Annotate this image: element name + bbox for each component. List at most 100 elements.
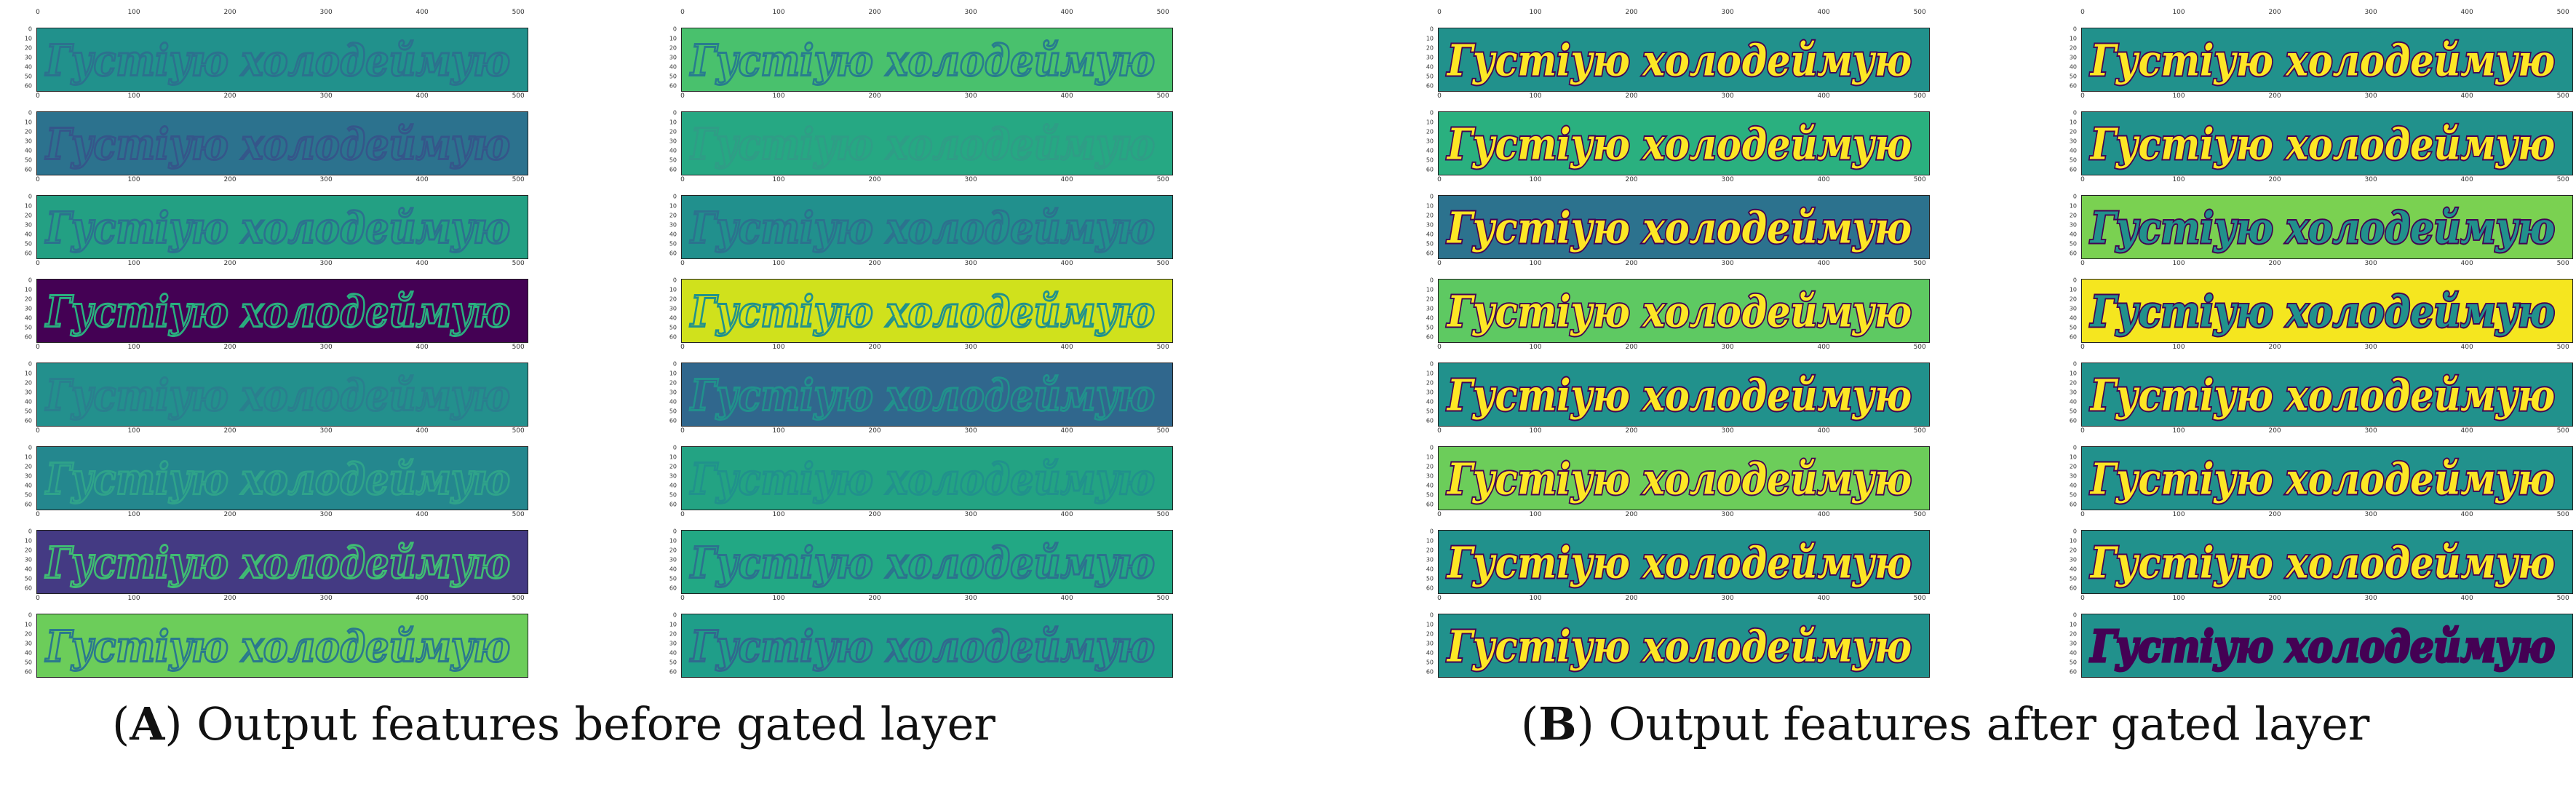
- x-tick-label: 100: [2172, 260, 2185, 267]
- y-tick-label: 0: [1429, 25, 1434, 33]
- y-tick-label: 20: [1426, 630, 1434, 638]
- y-tick-label: 50: [669, 240, 677, 248]
- y-tick-label: 40: [2069, 649, 2077, 657]
- y-tick-label: 40: [2069, 566, 2077, 573]
- x-tick-label: 400: [1060, 260, 1073, 267]
- x-tick-label: 200: [1625, 176, 1638, 183]
- x-tick-label: 400: [1817, 9, 1830, 16]
- handwritten-word-image: Густіую холодеймую: [1446, 537, 1912, 587]
- y-tick-label: 10: [2069, 454, 2077, 461]
- x-tick-label: 0: [1437, 176, 1442, 183]
- y-tick-label: 0: [2072, 277, 2077, 284]
- x-tick-label: 100: [127, 427, 140, 435]
- handwritten-word-image: Густіую холодеймую: [689, 537, 1155, 587]
- y-tick-label: 30: [2069, 54, 2077, 61]
- x-tick-label: 300: [2364, 260, 2377, 267]
- y-tick-label: 60: [24, 333, 32, 341]
- y-tick-label: 60: [1426, 333, 1434, 341]
- x-tick-label: 0: [36, 176, 40, 183]
- x-tick-label: 300: [319, 344, 333, 351]
- handwritten-word-image: Густіую холодеймую: [689, 202, 1155, 253]
- x-tick-label: 300: [319, 92, 333, 100]
- y-tick-label: 60: [2069, 166, 2077, 173]
- x-tick-label: 400: [1060, 511, 1073, 518]
- y-tick-label: 30: [2069, 138, 2077, 145]
- y-tick-label: 40: [669, 63, 677, 71]
- x-tick-label: 400: [2460, 344, 2473, 351]
- x-tick-label: 100: [2172, 511, 2185, 518]
- x-tick-label: 500: [2556, 176, 2569, 183]
- x-tick-label: 200: [223, 344, 236, 351]
- y-tick-label: 20: [669, 44, 677, 52]
- y-tick-label: 60: [669, 166, 677, 173]
- y-tick-label: 10: [669, 621, 677, 628]
- handwritten-word-image: Густіую холодеймую: [1446, 35, 1912, 85]
- x-tick-label: 400: [1817, 344, 1830, 351]
- y-tick-label: 30: [24, 556, 32, 563]
- y-tick-label: 30: [2069, 556, 2077, 563]
- y-tick-label: 30: [669, 472, 677, 480]
- handwritten-word-image: Густіую холодеймую: [2089, 537, 2555, 587]
- x-tick-label: 300: [2364, 427, 2377, 435]
- handwritten-word-image: Густіую холодеймую: [1446, 286, 1912, 336]
- x-tick-label: 100: [2172, 427, 2185, 435]
- caption-b-label: B: [1538, 697, 1577, 751]
- y-tick-label: 10: [1426, 454, 1434, 461]
- handwritten-word-image: Густіую холодеймую: [44, 202, 510, 253]
- y-tick-label: 40: [1426, 63, 1434, 71]
- y-tick-label: 0: [672, 444, 677, 451]
- y-tick-label: 40: [1426, 231, 1434, 238]
- x-tick-label: 300: [319, 595, 333, 602]
- handwritten-word-image: Густіую холодеймую: [2089, 35, 2555, 85]
- x-tick-label: 500: [1156, 92, 1169, 100]
- x-tick-label: 200: [1625, 511, 1638, 518]
- x-tick-label: 300: [1721, 92, 1734, 100]
- y-tick-label: 60: [669, 585, 677, 592]
- handwritten-word-image: Густіую холодеймую: [2089, 454, 2555, 504]
- x-tick-label: 500: [1913, 176, 1926, 183]
- y-tick-label: 30: [1426, 305, 1434, 312]
- y-tick-label: 0: [672, 611, 677, 619]
- y-tick-label: 30: [2069, 389, 2077, 396]
- feature-map-image: Густіую холодеймую: [36, 530, 528, 594]
- handwritten-word-image: Густіую холодеймую: [44, 286, 510, 336]
- x-tick-label: 400: [1817, 511, 1830, 518]
- x-tick-label: 0: [1437, 595, 1442, 602]
- x-tick-label: 500: [1156, 595, 1169, 602]
- y-tick-label: 20: [669, 547, 677, 554]
- feature-map-image: Густіую холодеймую: [681, 530, 1173, 594]
- x-tick-label: 200: [223, 260, 236, 267]
- x-tick-label: 0: [2080, 9, 2085, 16]
- y-tick-label: 0: [28, 360, 32, 368]
- y-tick-label: 10: [1426, 119, 1434, 126]
- x-tick-label: 0: [2080, 92, 2085, 100]
- y-tick-label: 60: [2069, 250, 2077, 257]
- x-tick-label: 500: [2556, 344, 2569, 351]
- x-tick-label: 500: [1913, 595, 1926, 602]
- feature-map-image: Густіую холодеймую: [36, 279, 528, 343]
- y-tick-label: 50: [669, 73, 677, 80]
- y-tick-label: 20: [669, 463, 677, 470]
- feature-map-image: Густіую холодеймую: [2081, 111, 2573, 175]
- x-tick-label: 500: [2556, 427, 2569, 435]
- x-tick-label: 200: [223, 427, 236, 435]
- x-tick-label: 300: [1721, 260, 1734, 267]
- y-tick-label: 40: [1426, 314, 1434, 322]
- y-tick-label: 20: [669, 212, 677, 219]
- x-tick-label: 100: [127, 176, 140, 183]
- x-tick-label: 100: [772, 9, 785, 16]
